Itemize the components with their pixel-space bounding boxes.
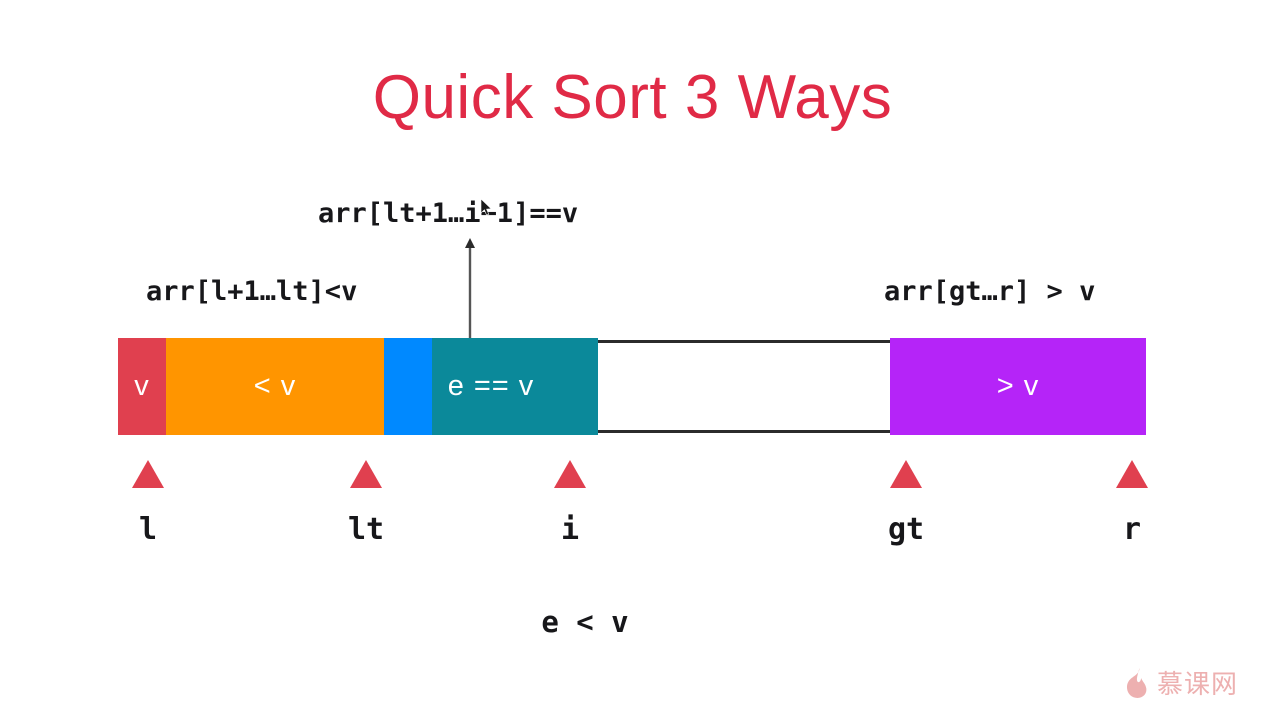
- index-marker-label: lt: [347, 512, 385, 547]
- index-marker-label: i: [560, 512, 580, 547]
- bar-segment-greater-than-v: > v: [890, 338, 1146, 435]
- flame-icon: [1126, 667, 1147, 698]
- annotation-left-range: arr[l+1…lt]<v: [146, 276, 358, 307]
- bar-segment-equal-to-v: [432, 338, 598, 435]
- annotation-middle-range: arr[lt+1…i−1]==v: [318, 198, 579, 229]
- up-arrow-pointer-icon: [465, 238, 475, 342]
- index-marker-lt: lt: [326, 460, 406, 547]
- annotation-right-range: arr[gt…r] > v: [884, 276, 1096, 307]
- index-marker-label: l: [138, 512, 158, 547]
- triangle-up-icon: [132, 460, 164, 488]
- footer-condition-text: e < v: [541, 605, 629, 639]
- triangle-up-icon: [350, 460, 382, 488]
- bar-segment-less-than-v: < v: [166, 338, 384, 435]
- index-marker-label: gt: [887, 512, 925, 547]
- mouse-pointer-icon: [481, 199, 492, 216]
- index-marker-i: i: [530, 460, 610, 547]
- index-marker-gt: gt: [866, 460, 946, 547]
- index-marker-label: r: [1122, 512, 1142, 547]
- bar-segment-current-element: [384, 338, 432, 435]
- bar-segment-unprocessed: [598, 340, 890, 433]
- watermark: 慕课网: [1122, 664, 1238, 701]
- triangle-up-icon: [890, 460, 922, 488]
- index-marker-r: r: [1092, 460, 1172, 547]
- partition-bar: v < v > v e == v: [118, 338, 1146, 435]
- index-marker-l: l: [108, 460, 188, 547]
- bar-segment-pivot: v: [118, 338, 166, 435]
- watermark-text: 慕课网: [1157, 670, 1239, 700]
- triangle-up-icon: [1116, 460, 1148, 488]
- page-title: Quick Sort 3 Ways: [372, 63, 893, 132]
- triangle-up-icon: [554, 460, 586, 488]
